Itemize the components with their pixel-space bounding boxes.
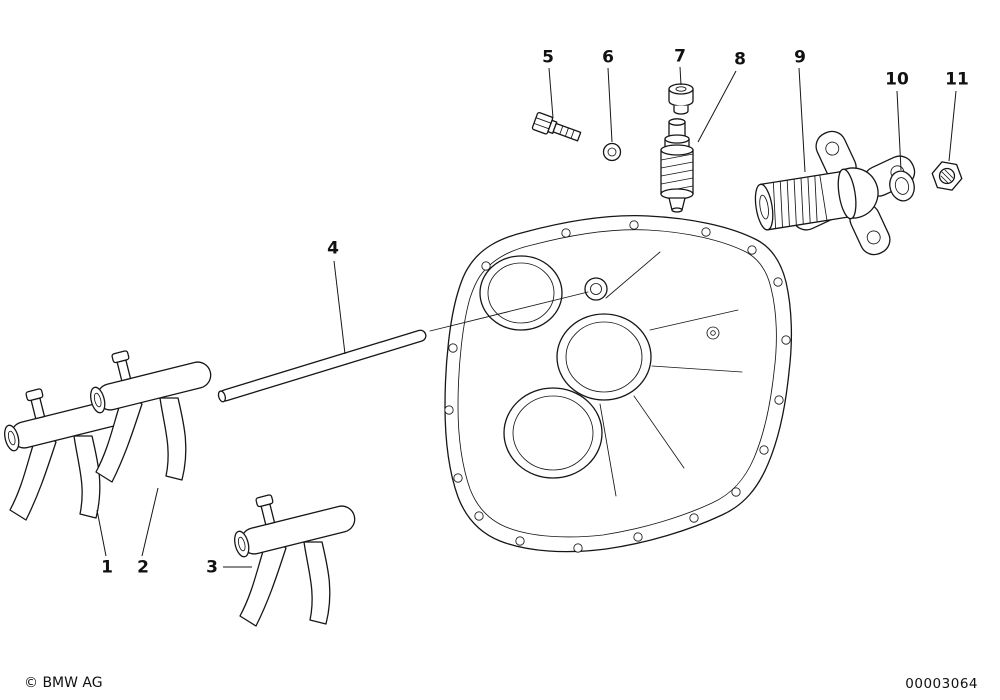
leader-lines — [96, 66, 957, 568]
callout-5[interactable]: 5 — [542, 47, 554, 68]
part-7-plug — [668, 83, 694, 115]
copyright-text: © BMW AG — [24, 675, 103, 691]
callout-1[interactable]: 1 — [101, 557, 113, 578]
callout-4[interactable]: 4 — [327, 238, 339, 259]
callout-6[interactable]: 6 — [602, 47, 614, 68]
part-4-shift-rod — [217, 329, 427, 403]
part-8-worm-gear — [660, 118, 694, 213]
callout-8[interactable]: 8 — [734, 49, 746, 70]
part-10-washer — [889, 170, 915, 202]
part-9-output-flange — [754, 130, 916, 256]
callout-3[interactable]: 3 — [206, 557, 218, 578]
part-5-bolt — [531, 111, 582, 142]
callout-7[interactable]: 7 — [674, 46, 686, 67]
callout-9[interactable]: 9 — [794, 47, 806, 68]
part-11-nut — [931, 161, 963, 191]
callout-10[interactable]: 10 — [885, 69, 909, 90]
callout-2[interactable]: 2 — [137, 557, 149, 578]
assembly-axis-line — [429, 291, 589, 332]
callout-11[interactable]: 11 — [945, 69, 969, 90]
part-6-washer — [602, 142, 622, 162]
part-2-shift-fork — [80, 331, 215, 483]
housing-cover — [444, 215, 793, 553]
document-number: 00003064 — [905, 676, 978, 692]
part-3-shift-fork — [224, 475, 359, 627]
